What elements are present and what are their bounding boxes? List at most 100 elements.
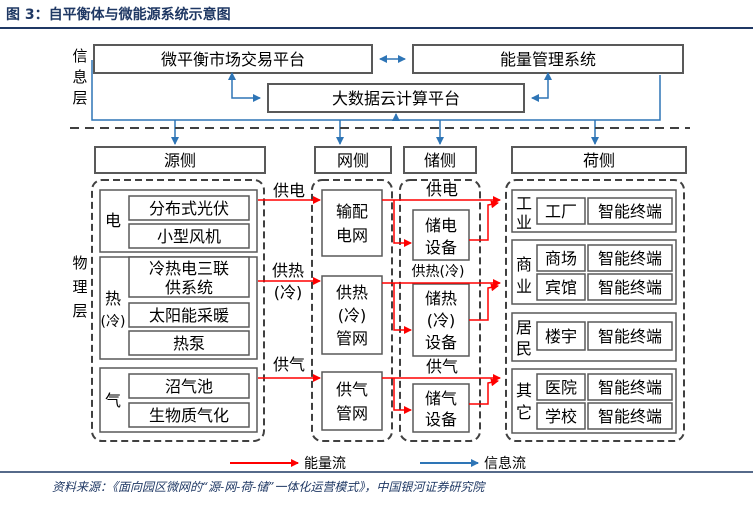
load-place-mall: 商场: [545, 249, 577, 268]
load-place-box: [536, 402, 586, 430]
load-place-school: 学校: [545, 407, 577, 426]
grid-box-heat: [321, 275, 383, 355]
load-group-industry-c2: 业: [516, 213, 532, 232]
load-place-box: [536, 273, 586, 301]
source-header-box: [94, 146, 266, 174]
big-data-cloud-label: 大数据云计算平台: [332, 89, 460, 108]
load-group-other-c1: 其: [516, 381, 532, 400]
terminal-box: [587, 321, 673, 351]
energy-management-box: [412, 44, 684, 74]
source-item-box: [128, 302, 250, 328]
grid-gas-line1: 供气: [336, 380, 368, 399]
source-item-box: [128, 223, 250, 249]
storage-box-power: [412, 209, 470, 261]
storage-flow-label-power: 供电: [426, 180, 458, 199]
load-place-box: [536, 321, 586, 351]
grid-box-power: [321, 189, 383, 257]
source-item-chp-line1: 冷热电三联: [149, 259, 229, 278]
source-item-chp-line2: 供系统: [165, 278, 213, 297]
grid-heat-line1: 供热: [336, 283, 368, 302]
storage-heat-line1: 储热: [425, 289, 457, 308]
info-layer-label-c2: 息: [72, 68, 87, 86]
source-item-pv: 分布式光伏: [149, 199, 229, 218]
grid-gas-line2: 管网: [336, 404, 368, 423]
load-place-hospital: 医院: [545, 378, 577, 397]
physical-layer-label-c2: 理: [72, 278, 87, 296]
terminal-commerce-2: 智能终端: [598, 278, 662, 297]
terminal-box: [587, 244, 673, 272]
source-column-container: [91, 179, 265, 442]
physical-layer-label-c3: 层: [72, 302, 87, 320]
info-layer-label-c1: 信: [72, 47, 87, 65]
terminal-residential: 智能终端: [598, 327, 662, 346]
terminal-other-2: 智能终端: [598, 407, 662, 426]
info-bus-line: [91, 60, 661, 121]
energy-arrow-power-to-storage: [393, 200, 412, 247]
electric-group-label: 电: [105, 211, 121, 230]
flow-label-heat-line1: 供热: [272, 261, 304, 280]
storage-power-line2: 设备: [425, 238, 457, 257]
storage-gas-line2: 设备: [425, 410, 457, 429]
storage-flow-label-heat: 供热(冷): [412, 264, 465, 280]
legend-energy-label: 能量流: [304, 456, 346, 472]
energy-arrow-heat-to-storage: [393, 283, 412, 334]
terminal-box: [587, 402, 673, 430]
load-place-building: 楼宇: [545, 327, 577, 346]
load-group-residential-c1: 居: [516, 318, 532, 337]
flow-label-power: 供电: [273, 181, 305, 200]
source-item-box: [128, 256, 250, 298]
load-place-box: [536, 197, 586, 225]
load-place-box: [536, 373, 586, 401]
gas-group-label: 气: [105, 391, 121, 410]
heat-group-label-c1: 热: [105, 289, 121, 308]
source-item-solar-heating: 太阳能采暖: [149, 306, 229, 325]
grid-column-container: [311, 179, 393, 442]
storage-gas-line1: 储气: [425, 389, 457, 408]
grid-box-gas: [321, 371, 383, 431]
info-arrow-ems-cloud: [531, 72, 552, 102]
info-arrow-market-cloud: [228, 72, 261, 102]
grid-header-box: [314, 146, 392, 174]
storage-column-container: [399, 179, 481, 442]
energy-management-label: 能量管理系统: [500, 50, 596, 69]
load-group-commerce-c1: 商: [516, 255, 532, 274]
load-group-other-c2: 它: [516, 403, 532, 422]
grid-header-label: 网侧: [337, 151, 369, 170]
load-header-label: 荷侧: [583, 151, 615, 170]
load-group-commerce-c2: 业: [516, 277, 532, 296]
energy-arrow-gas-to-storage: [393, 378, 412, 414]
terminal-box: [587, 273, 673, 301]
heat-group-label-c2: (冷): [101, 314, 126, 330]
flow-label-gas: 供气: [273, 355, 305, 374]
legend-info-label: 信息流: [484, 455, 526, 472]
load-group-industry-c1: 工: [516, 194, 532, 213]
load-group-residential-c2: 民: [516, 339, 532, 358]
physical-layer-label-c1: 物: [72, 254, 87, 272]
load-place-hotel: 宾馆: [545, 278, 577, 297]
energy-arrow-gas-storage-out: [469, 378, 499, 405]
load-column-container: [505, 179, 685, 442]
load-place-box: [536, 244, 586, 272]
info-layer-label-c3: 层: [72, 89, 87, 107]
storage-heat-line3: 设备: [425, 333, 457, 352]
micro-balance-market-label: 微平衡市场交易平台: [161, 50, 305, 69]
source-item-box: [128, 402, 250, 428]
grid-heat-line3: 管网: [336, 329, 368, 348]
energy-arrow-power-storage-out: [469, 200, 499, 241]
source-item-biogas: 沼气池: [165, 377, 213, 396]
source-item-wind: 小型风机: [157, 227, 221, 246]
source-item-heat-pump: 热泵: [173, 334, 205, 353]
storage-header-box: [403, 146, 477, 174]
terminal-box: [587, 197, 673, 225]
storage-flow-label-gas: 供气: [426, 357, 458, 376]
energy-arrow-heat-storage-out: [469, 283, 499, 321]
flow-label-heat-line2: (冷): [274, 283, 303, 302]
grid-heat-line2: (冷): [338, 306, 367, 325]
source-item-box: [128, 330, 250, 356]
grid-power-line1: 输配: [336, 202, 368, 221]
terminal-commerce-1: 智能终端: [598, 249, 662, 268]
terminal-industry: 智能终端: [598, 202, 662, 221]
load-header-box: [511, 146, 687, 174]
load-place-factory: 工厂: [545, 202, 577, 221]
storage-header-label: 储侧: [424, 151, 456, 170]
